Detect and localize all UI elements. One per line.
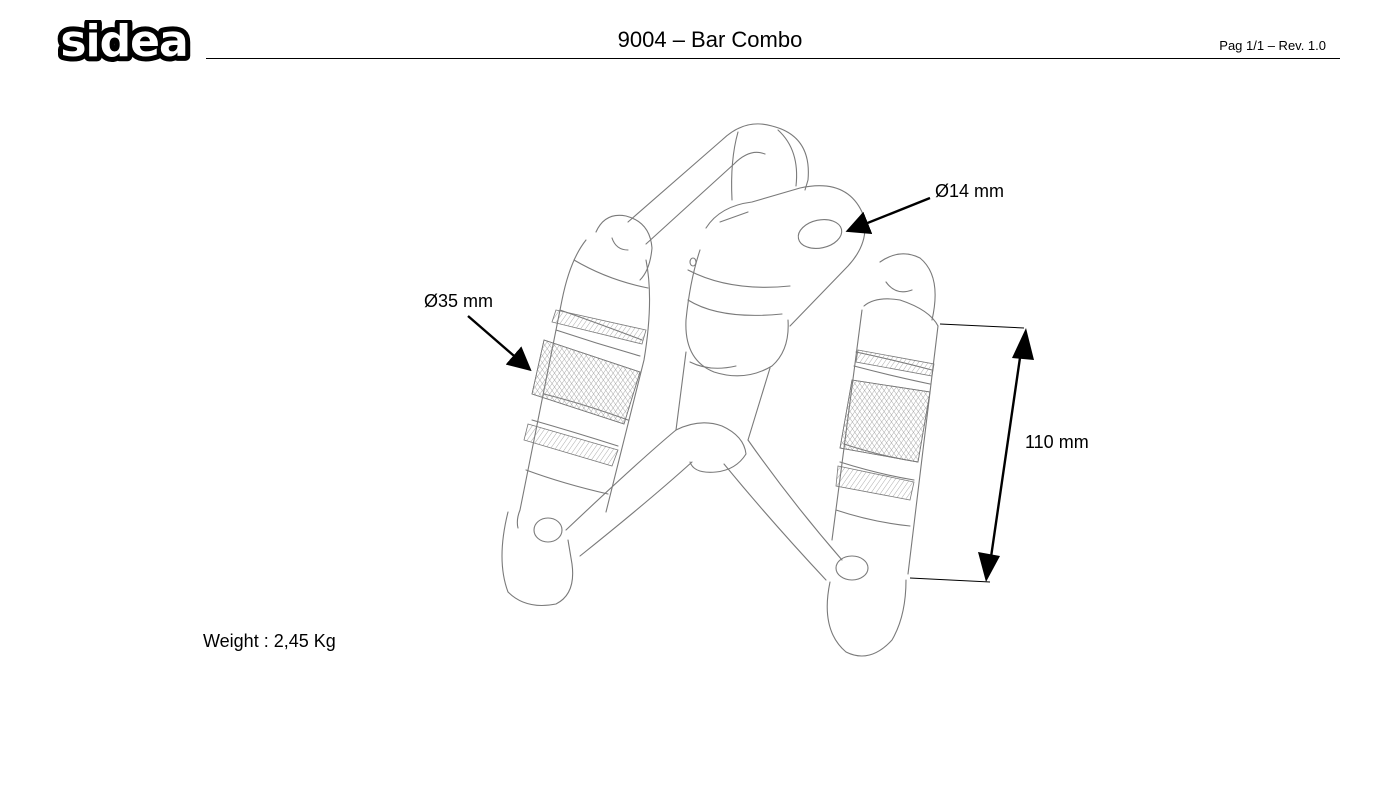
- header-rule: [206, 58, 1340, 59]
- sidea-logo: sidea: [55, 20, 193, 64]
- arrowhead-down: [978, 552, 1000, 582]
- grip-arrow: [467, 315, 532, 372]
- dimension-callouts: [467, 196, 1034, 583]
- extension-line-bottom: [909, 577, 991, 583]
- grip-length-label: 110 mm: [1025, 432, 1089, 452]
- page-revision: Pag 1/1 – Rev. 1.0: [1219, 38, 1326, 53]
- document-title: 9004 – Bar Combo: [617, 27, 803, 52]
- weight-spec: Weight : 2,45 Kg: [203, 631, 336, 651]
- length-dimension-line: [988, 343, 1024, 565]
- hole-arrow: [845, 196, 931, 235]
- arrowhead-up: [1012, 328, 1034, 360]
- grip-diameter-label: Ø35 mm: [424, 291, 494, 311]
- grip-knurling: [523, 309, 935, 501]
- hole-diameter-label: Ø14 mm: [935, 181, 1005, 201]
- logo-wordmark: sidea: [60, 20, 187, 64]
- extension-line-top: [939, 323, 1025, 329]
